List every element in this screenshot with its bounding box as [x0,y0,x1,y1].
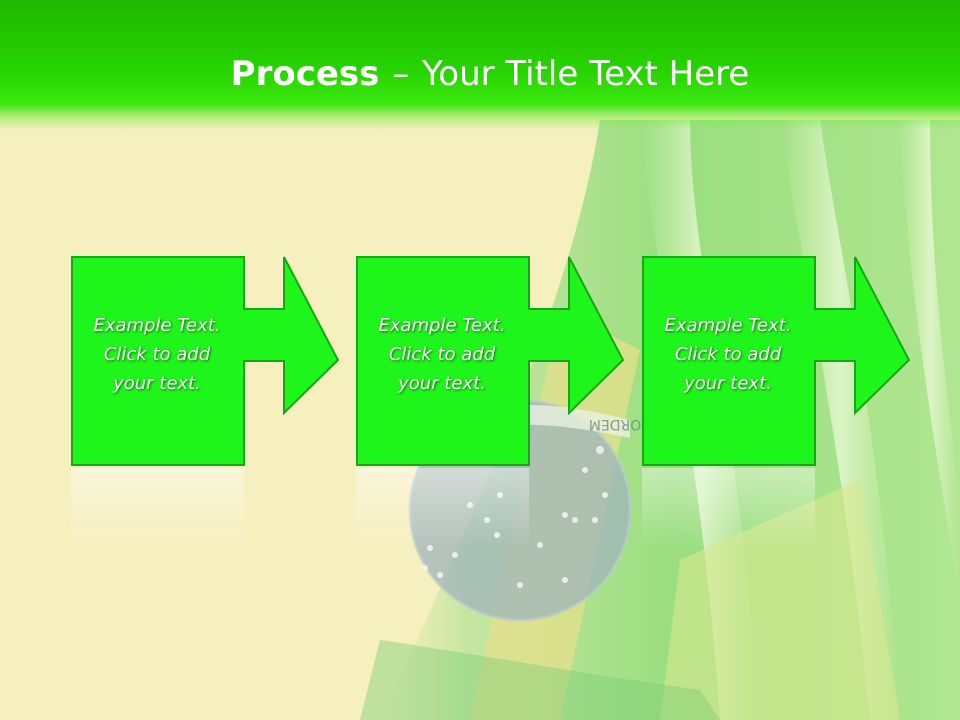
step-text-line: Click to add [103,344,211,365]
step-text-line: Example Text. [93,315,221,336]
step-text-line: Example Text. [664,315,792,336]
title-separator: – [392,54,410,94]
step-text-line: your text. [113,373,201,394]
step-text-line: your text. [398,373,486,394]
arrow-box-shape [356,256,625,466]
flag-banner-text: ORDEM [589,416,641,432]
process-step-2[interactable]: Example Text. Click to add your text. [356,256,626,466]
arrow-box-shape [642,256,911,466]
process-step-1[interactable]: Example Text. Click to add your text. [71,256,341,466]
step-text-line: Click to add [674,344,782,365]
process-step-3[interactable]: Example Text. Click to add your text. [642,256,912,466]
step-2-text[interactable]: Example Text. Click to add your text. [356,311,528,398]
step-2-reflection [356,468,529,548]
slide-title[interactable]: Process – Your Title Text Here [0,52,960,96]
step-3-text[interactable]: Example Text. Click to add your text. [642,311,814,398]
arrow-box-shape [71,256,340,466]
title-bold-text: Process [230,54,380,94]
step-text-line: Example Text. [378,315,506,336]
step-1-text[interactable]: Example Text. Click to add your text. [71,311,243,398]
title-rest-text: Your Title Text Here [422,54,750,94]
step-text-line: your text. [684,373,772,394]
step-1-reflection [71,468,244,548]
title-bar [0,0,960,130]
step-3-reflection [642,468,815,548]
step-text-line: Click to add [388,344,496,365]
